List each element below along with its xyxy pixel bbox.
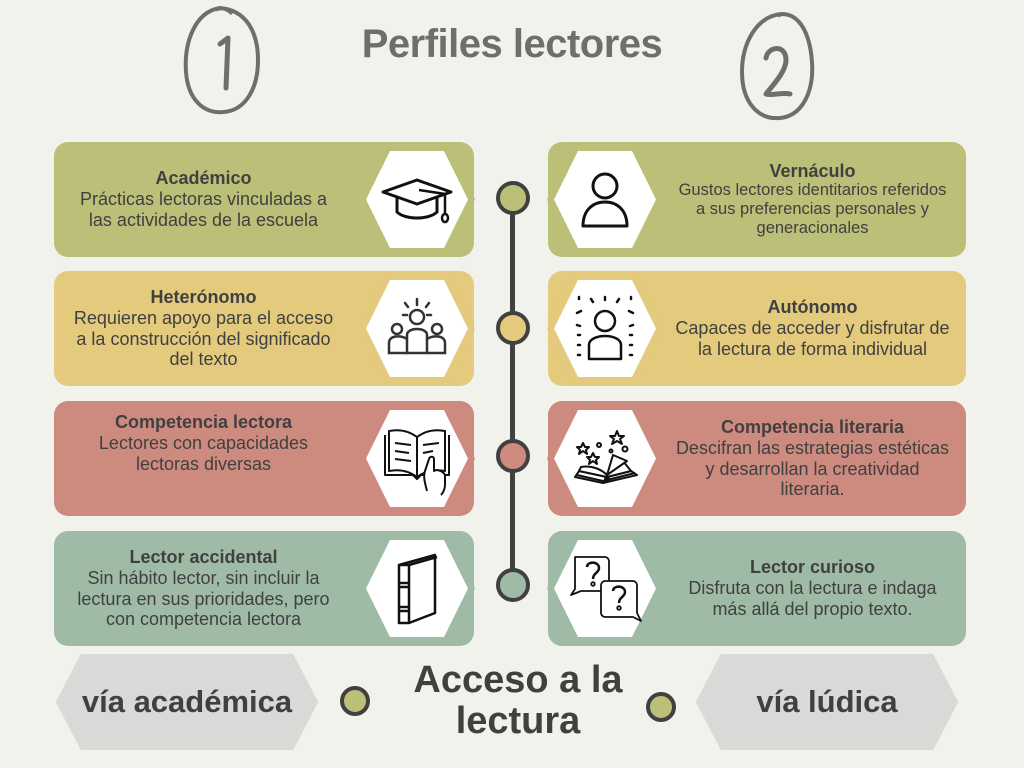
profile-description: Descifran las estrategias estéticas y de… [675,437,950,500]
profile-title: Vernáculo [769,160,856,181]
bottom-dot-left [340,686,370,716]
magic-book-icon [574,429,638,484]
profile-title: Lector curioso [749,557,876,578]
profile-title: Lector accidental [129,547,278,568]
timeline-dot-4 [496,568,530,602]
profile-card-heteronomo: Heterónomo Requieren apoyo para el acces… [54,271,475,386]
question-bubbles-icon [570,555,642,622]
closed-book-icon [397,553,438,624]
profile-title: Competencia literaria [720,417,905,438]
profile-title: Competencia lectora [114,412,293,433]
profile-description: Prácticas lectoras vinculadas a las acti… [79,189,328,230]
profile-card-vernaculo: Vernáculo Gustos lectores identitarios r… [547,142,966,257]
open-book-hand-icon [384,428,450,496]
profile-description: Sin hábito lector, sin incluir la lectur… [77,567,330,630]
profile-card-autonomo: Autónomo Capaces de acceder y disfrutar … [547,271,966,386]
profile-card-competencia-lectora: Competencia lectora Lectores con capacid… [54,401,475,516]
bottom-dot-right [646,692,676,722]
group-people-icon [387,297,447,354]
timeline-line [510,198,515,586]
profile-card-lector-curioso: Lector curioso Disfruta con la lectura e… [547,531,966,646]
page-title: Perfiles lectores [361,22,663,66]
number-one-circle [180,4,262,116]
profile-card-lector-accidental: Lector accidental Sin hábito lector, sin… [54,531,475,646]
graduation-cap-icon [381,178,453,223]
profile-description: Requieren apoyo para el acceso a la cons… [73,307,334,370]
timeline-dot-3 [496,439,530,473]
profile-description: Gustos lectores identitarios referidos a… [678,181,947,238]
profile-card-competencia-literaria: Competencia literaria Descifran las estr… [547,401,966,516]
path-ludic-pill: vía lúdica [696,654,958,750]
profile-description: Disfruta con la lectura e indaga más all… [688,578,937,619]
access-reading-label: Acceso a la lectura [413,659,623,743]
profile-title: Académico [155,168,252,189]
path-academic-pill: vía académica [56,654,318,750]
profile-description: Capaces de acceder y disfrutar de la lec… [675,318,950,359]
person-icon [581,172,629,227]
timeline-dot-2 [496,311,530,345]
timeline-dot-1 [496,181,530,215]
profile-title: Heterónomo [150,287,257,308]
profile-title: Autónomo [767,297,858,318]
profile-description: Lectores con capacidades lectoras divers… [98,433,309,474]
path-academic-label: vía académica [81,684,293,719]
person-radiant-icon [575,295,635,360]
number-two-circle [736,10,818,122]
profile-card-academico: Académico Prácticas lectoras vinculadas … [54,142,475,257]
path-ludic-label: vía lúdica [756,684,898,719]
